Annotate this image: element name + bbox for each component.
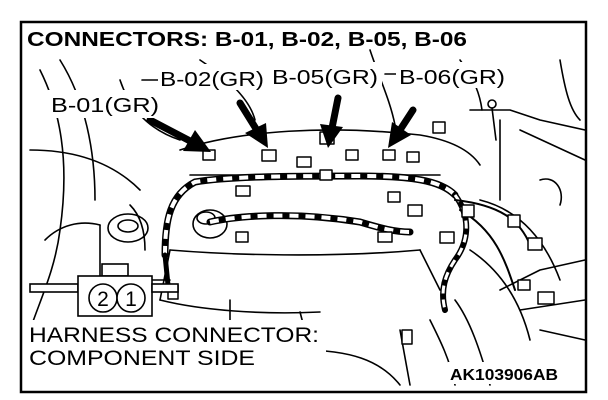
wiring-harness <box>161 172 531 313</box>
caption-line-2: COMPONENT SIDE <box>29 347 255 370</box>
label-b02: B-02(GR) <box>160 69 264 91</box>
pin-1-circle <box>116 283 146 313</box>
connector-face-symbol: 2 1 <box>29 263 179 317</box>
arrow-b02 <box>236 99 268 148</box>
label-b06: B-06(GR) <box>399 67 505 89</box>
arrow-b06 <box>388 106 417 148</box>
diagram-title: CONNECTORS: B-01, B-02, B-05, B-06 <box>27 29 467 51</box>
label-b05: B-05(GR) <box>272 67 378 89</box>
caption-line-1: HARNESS CONNECTOR: <box>29 324 319 347</box>
pointer-arrows <box>141 73 417 152</box>
arrow-b01 <box>146 116 211 152</box>
label-b01: B-01(GR) <box>51 95 159 117</box>
figure-code: AK103906AB <box>450 367 558 384</box>
pin-left-number: 2 <box>97 288 109 311</box>
pin-right-number: 1 <box>125 288 137 311</box>
arrow-b05 <box>320 94 343 148</box>
